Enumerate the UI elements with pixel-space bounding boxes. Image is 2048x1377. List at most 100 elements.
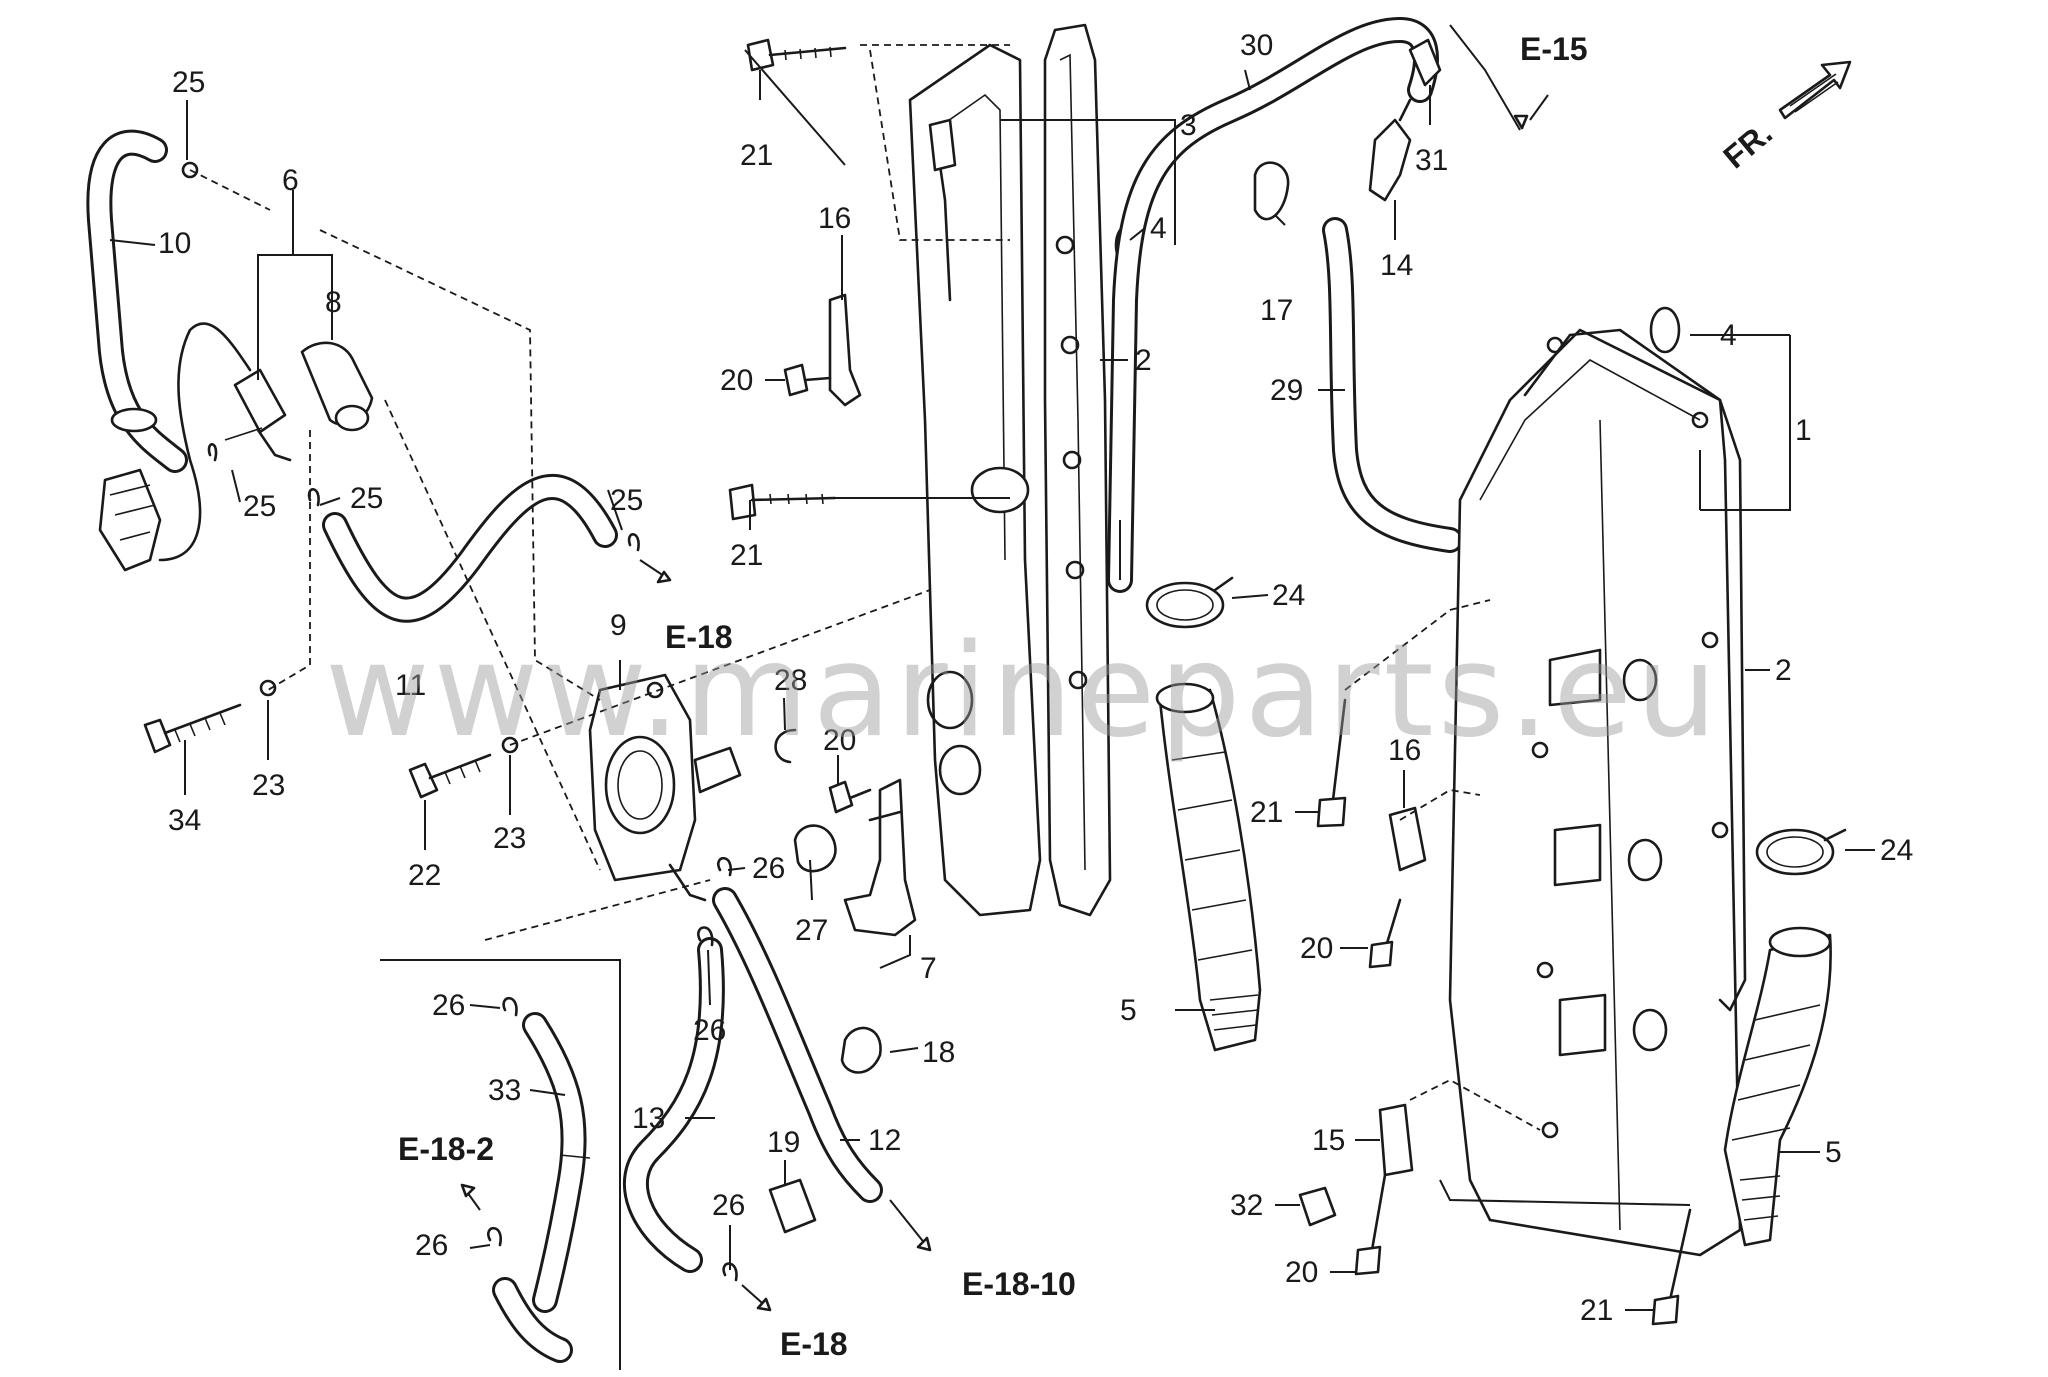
reference-e15: E-15 xyxy=(1520,31,1588,67)
callout-c6: 6 xyxy=(282,164,299,197)
bracket-7 xyxy=(843,778,917,937)
clip-17 xyxy=(1253,161,1290,221)
callout-c26e: 26 xyxy=(415,1229,448,1262)
callout-c4b: 4 xyxy=(1720,319,1737,352)
clamp-24b xyxy=(1755,828,1847,876)
callout-c25b: 25 xyxy=(243,490,276,523)
callout-c10: 10 xyxy=(158,227,191,260)
callout-c17: 17 xyxy=(1260,294,1293,327)
duct-5a xyxy=(1155,682,1262,1052)
bolt-34 xyxy=(143,703,242,754)
gasket-2-center xyxy=(1043,23,1112,917)
callout-c23a: 23 xyxy=(252,769,285,802)
front-label: FR. xyxy=(1716,115,1779,176)
clip-28 xyxy=(774,728,797,764)
clamp-19 xyxy=(768,1178,817,1234)
callout-c21a: 21 xyxy=(740,139,773,172)
callout-c7: 7 xyxy=(920,952,937,985)
callout-c22: 22 xyxy=(408,859,441,892)
callout-c4a: 4 xyxy=(1150,212,1167,245)
sensor-connector xyxy=(98,322,252,572)
callout-c12: 12 xyxy=(868,1124,901,1157)
head-cover-1 xyxy=(1448,328,1742,1257)
reference-e18_10: E-18-10 xyxy=(962,1266,1076,1302)
callout-c5a: 5 xyxy=(1120,994,1137,1027)
valve-6 xyxy=(224,368,292,462)
bolt-20d xyxy=(1354,1173,1387,1276)
callout-c30: 30 xyxy=(1240,29,1273,62)
callout-c26d: 26 xyxy=(432,989,465,1022)
reference-e18_upper: E-18 xyxy=(665,619,733,655)
callout-c16a: 16 xyxy=(818,202,851,235)
hose-30 xyxy=(1107,17,1439,593)
clamp-26e xyxy=(487,1226,502,1247)
clamp-24a xyxy=(1145,576,1234,629)
callout-c21d: 21 xyxy=(1580,1294,1613,1327)
callout-c2b: 2 xyxy=(1775,654,1792,687)
leader-lines xyxy=(109,24,1875,1311)
callout-c2a: 2 xyxy=(1135,344,1152,377)
callout-c29: 29 xyxy=(1270,374,1303,407)
callout-c9: 9 xyxy=(610,609,627,642)
callout-c21c: 21 xyxy=(1250,796,1283,829)
callout-c26c: 26 xyxy=(712,1189,745,1222)
bolt-20b xyxy=(828,780,872,814)
joint-14 xyxy=(1368,98,1412,202)
clamp-26b xyxy=(697,926,714,947)
callout-c8: 8 xyxy=(325,286,342,319)
callout-c20d: 20 xyxy=(1285,1256,1318,1289)
hose-29 xyxy=(1322,217,1463,553)
bolt-21b xyxy=(728,483,837,521)
bolt-20c xyxy=(1368,898,1402,969)
bolt-20a xyxy=(783,363,832,397)
inset-box xyxy=(380,959,621,1370)
hose-12 xyxy=(712,887,883,1203)
callout-c23b: 23 xyxy=(493,822,526,855)
cap-31 xyxy=(1408,38,1442,87)
bolt-21a xyxy=(746,38,847,72)
hose-13 xyxy=(622,937,725,1273)
clamp-32 xyxy=(1298,1186,1337,1227)
bracket-16a xyxy=(828,293,862,407)
clamp-26d xyxy=(502,996,518,1017)
reference-e18_lower: E-18 xyxy=(780,1326,848,1362)
front-arrow-icon xyxy=(1778,60,1852,120)
watermark: www.marineparts.eu xyxy=(325,617,1721,766)
callout-c34: 34 xyxy=(168,804,201,837)
callout-c20a: 20 xyxy=(720,364,753,397)
callout-c1: 1 xyxy=(1795,414,1812,447)
bolt-22 xyxy=(408,753,492,799)
callout-c33: 33 xyxy=(488,1074,521,1107)
fitting-8 xyxy=(300,341,374,432)
callout-c3: 3 xyxy=(1180,109,1197,142)
head-cover-front xyxy=(908,43,1042,917)
callout-c24a: 24 xyxy=(1272,579,1305,612)
callout-c25c: 25 xyxy=(350,482,383,515)
reference-e18_2: E-18-2 xyxy=(398,1131,494,1167)
callout-c19: 19 xyxy=(767,1126,800,1159)
hose-10 xyxy=(86,129,188,473)
bracket-16b xyxy=(1388,806,1427,872)
callout-c24b: 24 xyxy=(1880,834,1913,867)
callout-c18: 18 xyxy=(922,1036,955,1069)
throttle-body-9 xyxy=(588,673,742,902)
callout-c13: 13 xyxy=(632,1102,665,1135)
washer-4b xyxy=(1649,306,1681,354)
callout-c11: 11 xyxy=(395,669,426,702)
callout-c5b: 5 xyxy=(1825,1136,1842,1169)
callout-c25a: 25 xyxy=(172,66,205,99)
clamp-18 xyxy=(840,1026,882,1074)
washer-23a xyxy=(259,679,277,697)
callout-c27: 27 xyxy=(795,914,828,947)
callout-c20b: 20 xyxy=(823,724,856,757)
callout-c26b: 26 xyxy=(693,1014,726,1047)
callout-c15: 15 xyxy=(1312,1124,1345,1157)
callout-c25d: 25 xyxy=(610,484,643,517)
hose-11 xyxy=(322,474,618,623)
bolt-21d xyxy=(1651,1208,1692,1326)
callout-c32: 32 xyxy=(1230,1189,1263,1222)
hose-33 xyxy=(492,1012,591,1363)
callout-c14: 14 xyxy=(1380,249,1413,282)
reference-arrows xyxy=(460,114,1529,1312)
